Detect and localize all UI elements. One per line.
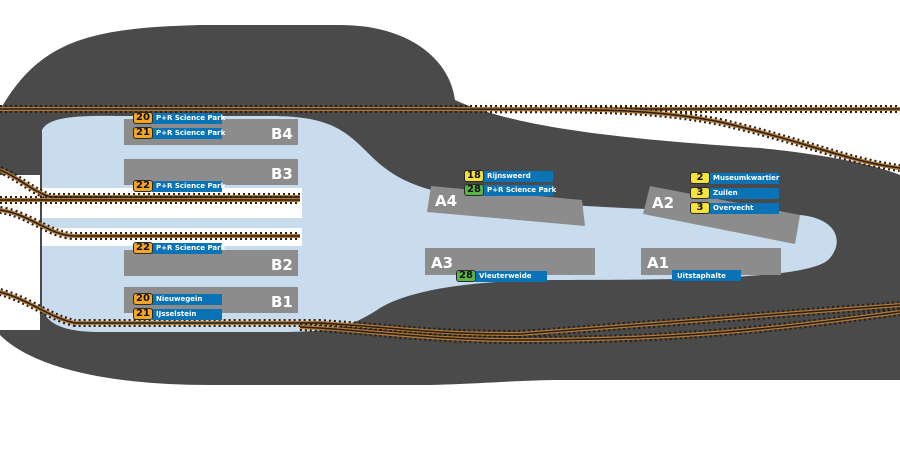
route-badge-b1-2: 21 IJsselstein bbox=[133, 308, 222, 320]
route-destination: Zuilen bbox=[709, 187, 779, 199]
platform-a2 bbox=[643, 186, 800, 244]
track-center-7 bbox=[299, 311, 900, 341]
track-center-2 bbox=[300, 108, 900, 169]
route-number: 28 bbox=[456, 270, 476, 282]
track-center-3 bbox=[0, 169, 300, 198]
route-badge-a2-1: 2 Museumkwartier bbox=[690, 172, 779, 184]
route-destination: Vleuterweide bbox=[475, 270, 547, 282]
route-destination: P+R Science Park bbox=[152, 127, 225, 139]
route-destination: P+R Science Park bbox=[152, 242, 225, 254]
route-destination: Rijnsweerd bbox=[483, 170, 553, 182]
route-badge-b4-2: 21 P+R Science Park bbox=[133, 127, 225, 139]
route-number: 18 bbox=[464, 170, 484, 182]
route-badge-a3-1: 28 Vleuterweide bbox=[456, 270, 547, 282]
route-badge-a4-2: 28 P+R Science Park bbox=[464, 184, 556, 196]
platform-label-b2: B2 bbox=[271, 256, 293, 274]
route-number: 20 bbox=[133, 112, 153, 124]
route-destination: IJsselstein bbox=[152, 308, 222, 320]
route-number: 21 bbox=[133, 308, 153, 320]
route-destination: Overvecht bbox=[709, 202, 779, 214]
route-destination: P+R Science Park bbox=[483, 184, 556, 196]
route-number: 28 bbox=[464, 184, 484, 196]
route-number: 22 bbox=[133, 180, 153, 192]
route-number: 20 bbox=[133, 293, 153, 305]
route-number: 3 bbox=[690, 187, 710, 199]
platform-label-a3: A3 bbox=[431, 254, 453, 272]
platform-label-b1: B1 bbox=[271, 293, 293, 311]
route-badge-b1-1: 20 Nieuwegein bbox=[133, 293, 222, 305]
platform-label-b3: B3 bbox=[271, 165, 293, 183]
route-badge-b4-1: 20 P+R Science Park bbox=[133, 112, 225, 124]
route-number: 2 bbox=[690, 172, 710, 184]
track-center-6 bbox=[0, 291, 900, 335]
route-destination: P+R Science Park bbox=[152, 180, 225, 192]
route-badge-b2-1: 22 P+R Science Park bbox=[133, 242, 225, 254]
route-destination: Museumkwartier bbox=[709, 172, 779, 184]
platform-a4 bbox=[427, 186, 585, 226]
platform-b2 bbox=[124, 250, 298, 276]
route-number: 22 bbox=[133, 242, 153, 254]
route-number: 3 bbox=[690, 202, 710, 214]
platform-label-a2: A2 bbox=[652, 194, 674, 212]
route-badge-a1-1: Uitstaphalte bbox=[672, 270, 741, 281]
platform-label-a4: A4 bbox=[435, 192, 457, 210]
platform-label-b4: B4 bbox=[271, 125, 293, 143]
track-center-5 bbox=[0, 209, 300, 237]
route-destination: Nieuwegein bbox=[152, 293, 222, 305]
platform-label-a1: A1 bbox=[647, 254, 669, 272]
route-badge-a2-3: 3 Overvecht bbox=[690, 202, 779, 214]
route-number: 21 bbox=[133, 127, 153, 139]
route-badge-b3-1: 22 P+R Science Park bbox=[133, 180, 225, 192]
route-badge-a2-2: 3 Zuilen bbox=[690, 187, 779, 199]
route-destination: P+R Science Park bbox=[152, 112, 225, 124]
tram-tracks bbox=[0, 105, 900, 345]
route-badge-a4-1: 18 Rijnsweerd bbox=[464, 170, 553, 182]
